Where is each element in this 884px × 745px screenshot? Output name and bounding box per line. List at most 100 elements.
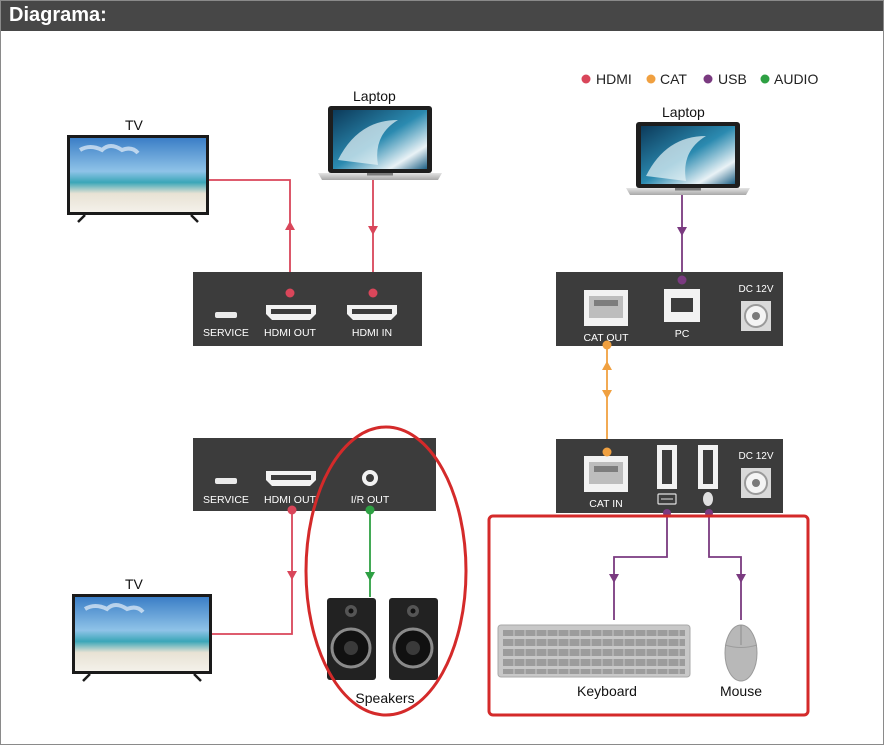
- unit-1-service-label: SERVICE: [203, 327, 249, 339]
- keyboard-key-row-2: [503, 639, 685, 646]
- tv-bottom-stand-left-icon: [82, 673, 91, 682]
- keyboard-key-dividers: [513, 630, 680, 674]
- unit-3-pc-inner: [671, 298, 693, 312]
- arrow-up-icon: [602, 361, 612, 370]
- laptop-right-wave: [646, 136, 706, 181]
- page-title: Diagrama:: [9, 4, 107, 26]
- cable-usb-mouse: [708, 514, 742, 620]
- speaker-right-tweeter-core: [410, 608, 416, 614]
- laptop-left-notch: [367, 173, 393, 176]
- tv-top-label: TV: [125, 117, 144, 133]
- mouse-icon: [703, 492, 713, 506]
- legend-label-usb: USB: [718, 71, 747, 87]
- unit-1-hdmi-out-dot: [285, 288, 295, 298]
- unit-4-usb-port-2-inner: [703, 450, 713, 484]
- unit-4-dc-jack-pin: [752, 479, 760, 487]
- unit-3-pc-dot: [677, 275, 687, 285]
- unit-2: SERVICE HDMI OUT I/R OUT: [193, 438, 436, 515]
- cable-hdmi-tv-top: [207, 179, 291, 292]
- unit-4-cat-in-pins: [594, 466, 618, 472]
- arrow-down-icon: [287, 571, 297, 580]
- unit-3-dc-label: DC 12V: [738, 284, 773, 295]
- tv-top-stand-left-icon: [77, 214, 86, 223]
- cable-hdmi-tv-bottom: [212, 510, 293, 635]
- unit-1-hdmi-in-dot: [368, 288, 378, 298]
- laptop-left-label: Laptop: [353, 88, 396, 104]
- arrow-down-icon: [677, 227, 687, 236]
- unit-2-ir-out-dot: [365, 505, 375, 515]
- tv-top-cloud: [78, 144, 140, 155]
- legend-label-audio: AUDIO: [774, 71, 818, 87]
- speaker-left-tweeter-core: [348, 608, 354, 614]
- unit-3-dc-jack-pin: [752, 312, 760, 320]
- unit-3-cat-out-pins: [594, 300, 618, 306]
- unit-4: CAT IN DC 12V: [556, 439, 783, 517]
- laptop-left-base: [318, 173, 442, 180]
- laptop-right-base: [626, 188, 750, 195]
- legend-item-cat: CAT: [646, 71, 687, 87]
- legend-dot-audio: [760, 74, 770, 84]
- unit-1-hdmi-out-label: HDMI OUT: [264, 327, 316, 339]
- legend-item-usb: USB: [703, 71, 747, 87]
- tv-bottom-cloud: [83, 603, 145, 614]
- unit-2-ir-out-label: I/R OUT: [351, 494, 390, 506]
- cable-usb-keyboard: [613, 514, 668, 620]
- tv-bottom: TV: [72, 576, 212, 682]
- laptop-right: Laptop: [626, 104, 750, 195]
- unit-2-hdmi-out-dot: [287, 505, 297, 515]
- keyboard-key-row-5: [503, 669, 685, 674]
- unit-1: SERVICE HDMI OUT HDMI IN: [193, 272, 422, 346]
- unit-4-dc-label: DC 12V: [738, 451, 773, 462]
- laptop-left-wave: [338, 120, 398, 165]
- keyboard-keys: [503, 630, 685, 674]
- legend-label-cat: CAT: [660, 71, 687, 87]
- mouse-label: Mouse: [720, 683, 762, 699]
- tv-bottom-stand-right-icon: [193, 673, 202, 682]
- arrow-down-icon: [736, 574, 746, 583]
- speakers-label: Speakers: [355, 690, 414, 706]
- legend-dot-cat: [646, 74, 656, 84]
- unit-1-service-port: [215, 312, 237, 318]
- unit-1-hdmi-out-inner: [271, 309, 311, 314]
- keyboard-key-row-3: [503, 649, 685, 656]
- unit-3-cat-out-inner: [589, 296, 623, 318]
- tv-bottom-label: TV: [125, 576, 144, 592]
- header-bar: Diagrama:: [1, 1, 883, 31]
- unit-2-service-label: SERVICE: [203, 494, 249, 506]
- tv-top-screen: [70, 138, 206, 212]
- tv-top: TV: [67, 117, 209, 223]
- unit-4-cat-in-label: CAT IN: [589, 498, 622, 510]
- keyboard-key-row-1: [503, 630, 685, 636]
- mouse-button-line: [724, 644, 758, 648]
- unit-3-cat-out-label: CAT OUT: [583, 332, 629, 344]
- speakers: Speakers: [327, 598, 438, 706]
- unit-4-cat-in-inner: [589, 462, 623, 484]
- arrow-up-icon: [285, 221, 295, 230]
- keyboard: Keyboard: [497, 624, 691, 699]
- tv-bottom-screen: [75, 597, 209, 671]
- unit-4-usb-port-1-inner: [662, 450, 672, 484]
- arrow-down-icon: [365, 572, 375, 581]
- arrow-down-icon: [602, 390, 612, 399]
- unit-2-hdmi-out-label: HDMI OUT: [264, 494, 316, 506]
- keyboard-key-grid: [513, 630, 680, 674]
- arrow-down-icon: [609, 574, 619, 583]
- unit-3-pc-label: PC: [675, 328, 690, 340]
- legend-dot-usb: [703, 74, 713, 84]
- unit-3: CAT OUT PC DC 12V: [556, 272, 783, 350]
- laptop-left: Laptop: [318, 88, 442, 180]
- unit-1-hdmi-in-label: HDMI IN: [352, 327, 392, 339]
- legend-item-hdmi: HDMI: [581, 71, 632, 87]
- legend-dot-hdmi: [581, 74, 591, 84]
- unit-3-cat-out-dot: [602, 340, 612, 350]
- legend: HDMI CAT USB AUDIO: [581, 71, 818, 87]
- unit-2-hdmi-out-inner: [271, 475, 311, 480]
- speaker-left-woofer-core: [344, 641, 358, 655]
- legend-item-audio: AUDIO: [760, 71, 818, 87]
- unit-2-service-port: [215, 478, 237, 484]
- mouse: Mouse: [720, 624, 762, 699]
- laptop-right-label: Laptop: [662, 104, 705, 120]
- highlight-ellipse-audio: [304, 425, 468, 717]
- keyboard-icon: [657, 493, 677, 505]
